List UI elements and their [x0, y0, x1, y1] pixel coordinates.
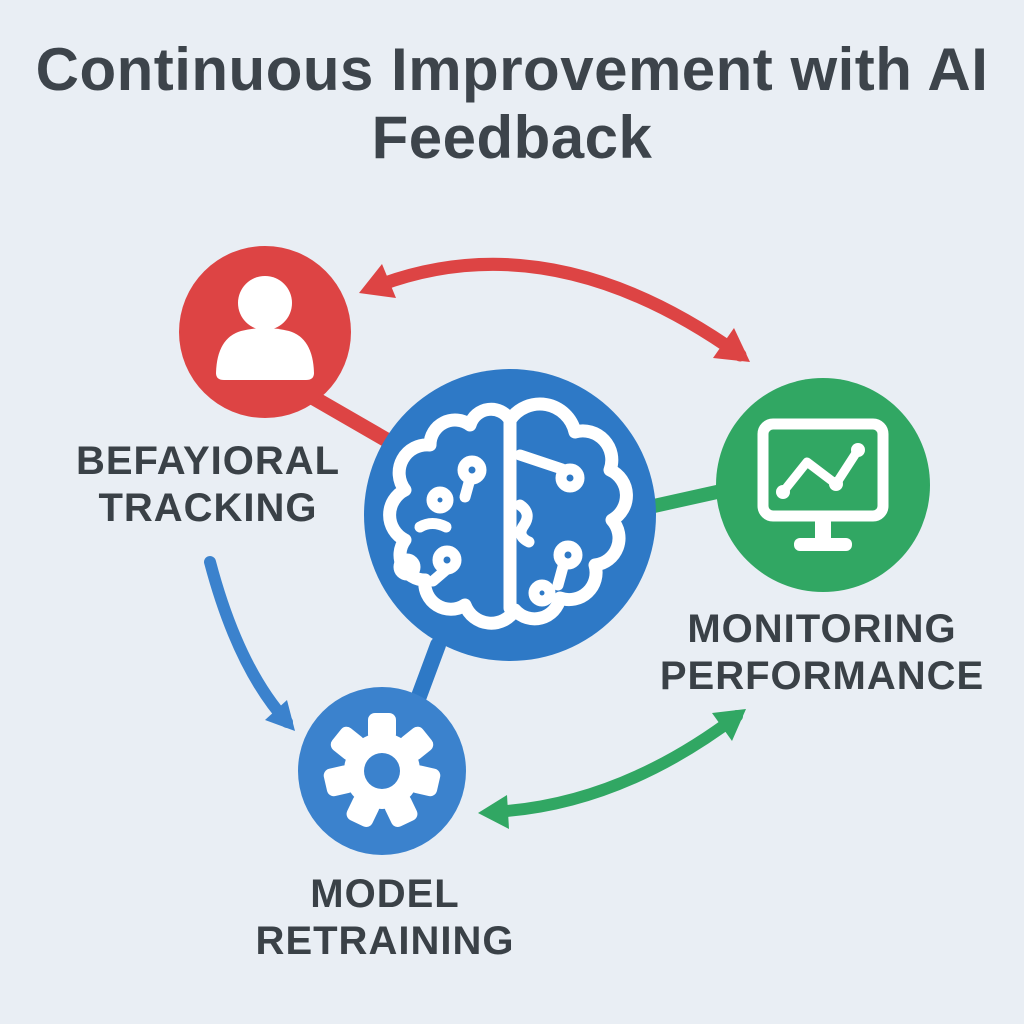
arrowhead-right: [712, 709, 746, 741]
label-model-retraining: MODEL RETRAINING: [256, 871, 515, 965]
arrowhead: [265, 700, 295, 731]
node-model-retraining: [298, 687, 466, 855]
brain-icon: [383, 397, 633, 630]
monitoring-performance-circle: [716, 378, 930, 592]
user-icon: [216, 276, 314, 380]
page-title-line2: with AI Feedback: [371, 36, 989, 171]
node-monitoring-performance: [716, 378, 930, 592]
feedback-arrow-monitoring-tracking: [359, 257, 750, 362]
label-model-retraining-line1: MODEL: [310, 872, 460, 916]
page-title: Continuous Improvement with AI Feedback: [0, 36, 1024, 172]
arrow-tracking-retraining: [204, 556, 295, 731]
label-behavioral-tracking: BEFAYIORAL TRACKING: [76, 438, 340, 532]
monitor-chart-icon: [757, 418, 889, 551]
arrowhead-right: [713, 328, 750, 362]
label-model-retraining-line2: RETRAINING: [255, 919, 515, 964]
page-title-line1: Continuous Improvement: [35, 36, 774, 103]
gear-icon: [323, 713, 441, 827]
label-monitoring-performance-line2: PERFORMANCE: [659, 654, 985, 699]
label-monitoring-performance-line1: MONITORING: [687, 607, 957, 651]
label-behavioral-tracking-line1: BEFAYIORAL: [75, 439, 341, 483]
node-behavioral-tracking: [179, 246, 351, 418]
label-monitoring-performance: MONITORING PERFORMANCE: [660, 606, 984, 700]
arrow-retraining-monitoring: [478, 709, 746, 829]
arrowhead-left: [478, 795, 509, 829]
label-behavioral-tracking-line2: TRACKING: [98, 486, 318, 531]
arrowhead-left: [359, 264, 396, 298]
node-ai-brain: [364, 369, 656, 661]
